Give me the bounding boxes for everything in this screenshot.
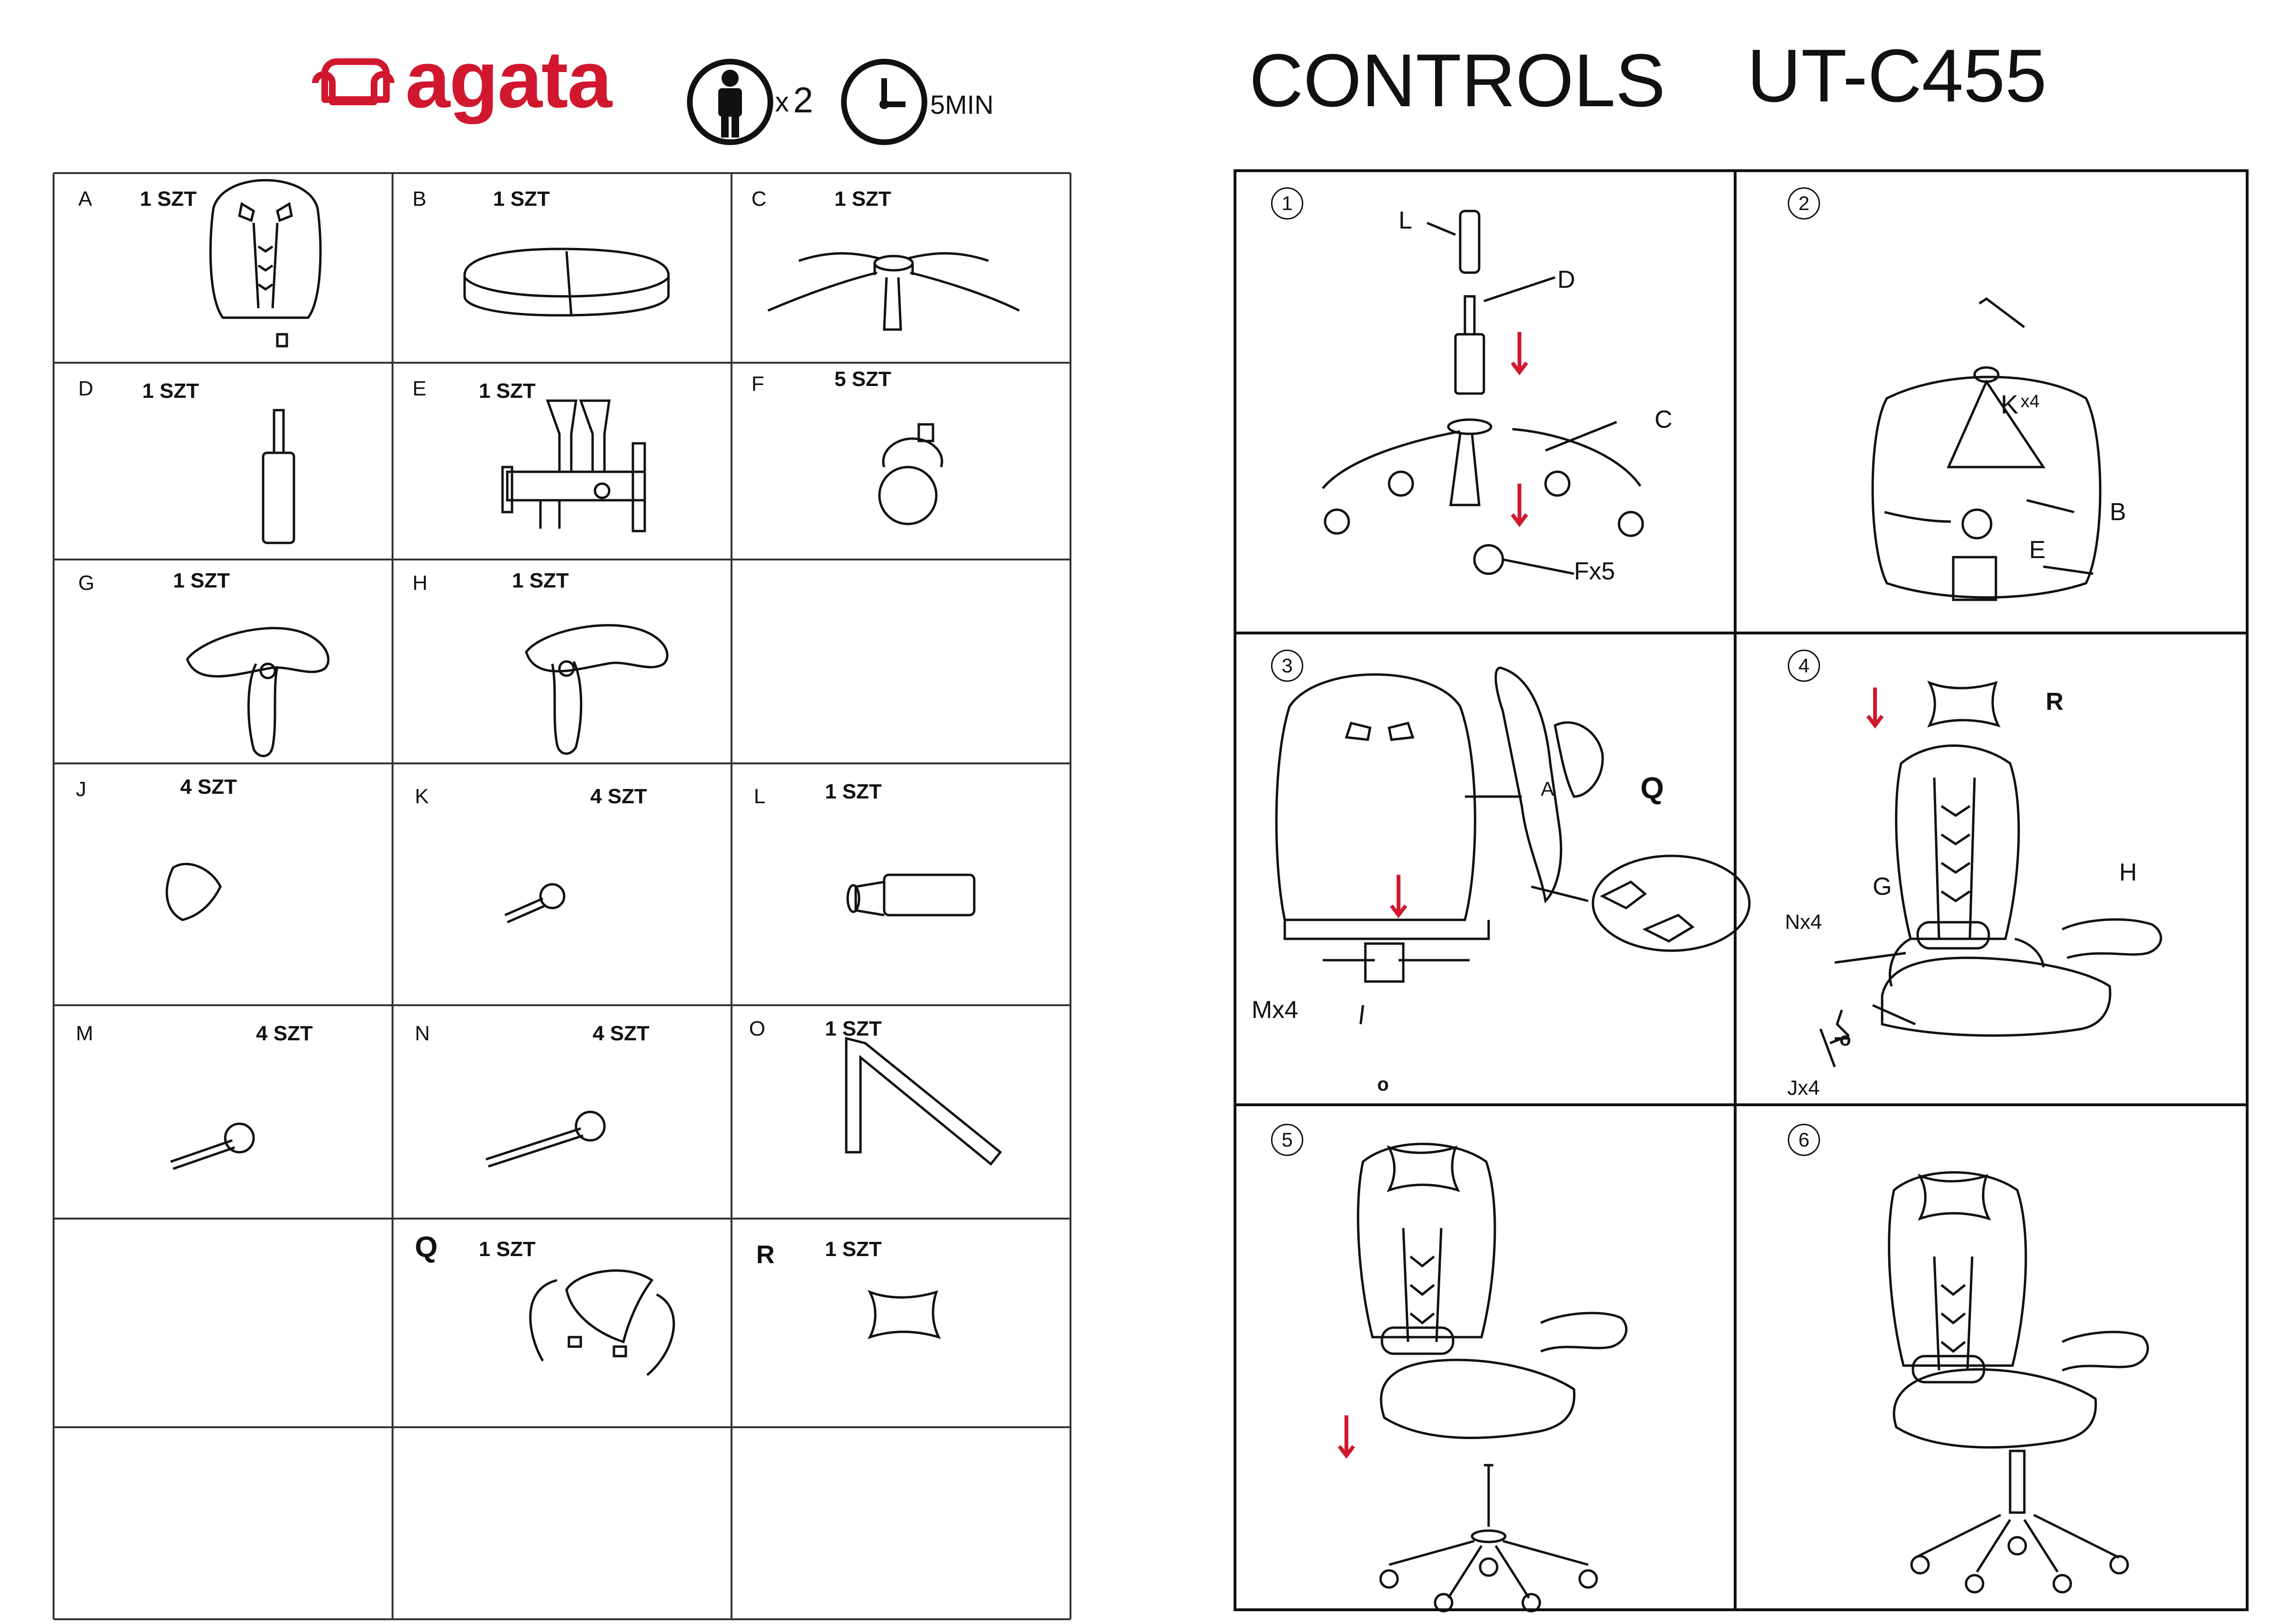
step4-label-r: R — [2046, 688, 2064, 716]
step1-label-f: Fx5 — [1574, 558, 1615, 585]
part-r-lumbar-drawing — [867, 1290, 941, 1340]
step1-drawing — [1322, 210, 1644, 575]
parts-grid-lines — [53, 172, 1071, 1620]
part-g-armrest-drawing — [186, 627, 329, 757]
part-letter-d: D — [78, 377, 93, 400]
step4-label-o: o — [1839, 1029, 1851, 1050]
part-qty-j: 4 SZT — [180, 775, 237, 798]
part-f-caster-drawing — [878, 423, 943, 525]
part-l-adapter-drawing — [846, 873, 976, 917]
part-e-mechanism-drawing — [501, 399, 646, 532]
step4-label-h: H — [2119, 859, 2137, 886]
part-letter-h: H — [412, 571, 428, 595]
step1-label-d: D — [1557, 266, 1575, 294]
brand-logo: agata — [311, 35, 612, 133]
part-o-hexkey-drawing — [845, 1037, 1002, 1166]
part-h-armrest-drawing — [525, 624, 668, 755]
part-letter-b: B — [412, 187, 427, 211]
part-letter-k: K — [415, 785, 429, 808]
part-qty-h: 1 SZT — [512, 569, 569, 592]
step2-label-e: E — [2029, 536, 2046, 564]
step-number-6: 6 — [1788, 1124, 1820, 1156]
part-letter-m: M — [76, 1022, 93, 1045]
step3-label-a: A — [1541, 778, 1555, 800]
time-badge: 5MIN — [839, 57, 1015, 152]
step3-label-o: o — [1377, 1074, 1389, 1095]
step-number-2: 2 — [1788, 187, 1820, 220]
step1-arrows — [1510, 332, 1528, 527]
step2-label-kx: x4 — [2021, 392, 2040, 412]
person-icon-ring — [687, 59, 773, 145]
step-number-4: 4 — [1788, 650, 1820, 682]
step3-label-q: Q — [1640, 771, 1664, 805]
part-letter-q: Q — [415, 1231, 438, 1264]
assembly-time: 5MIN — [930, 90, 994, 119]
persons-count: 2 — [793, 80, 814, 120]
step6-drawing — [1888, 1171, 2149, 1594]
sofa-logo-icon — [312, 58, 394, 105]
step2-label-k: K — [2001, 389, 2019, 419]
part-letter-e: E — [412, 377, 427, 400]
step4-drawing — [1819, 680, 2162, 1067]
step4-label-n: Nx4 — [1785, 910, 1822, 934]
step1-label-c: C — [1655, 406, 1673, 433]
part-qty-k: 4 SZT — [590, 785, 647, 808]
part-letter-j: J — [76, 778, 86, 801]
step4-arrow — [1866, 688, 1884, 729]
brand-name: agata — [405, 35, 612, 125]
part-letter-f: F — [751, 372, 764, 395]
step1-label-l: L — [1399, 207, 1412, 234]
part-k-screw-drawing — [504, 883, 566, 924]
step2-label-b: B — [2110, 498, 2126, 526]
persons-x: x — [775, 87, 789, 118]
part-letter-g: G — [78, 571, 95, 595]
person-icon — [718, 70, 742, 138]
parts-grid: A 1 SZT B 1 SZT C 1 SZT D 1 SZT E 1 SZT … — [0, 0, 1090, 1624]
part-a-backrest-drawing — [209, 179, 322, 348]
part-qty-c: 1 SZT — [834, 187, 891, 211]
part-letter-r: R — [756, 1240, 775, 1269]
part-qty-e: 1 SZT — [479, 379, 536, 403]
part-qty-m: 4 SZT — [256, 1022, 313, 1045]
step5-arrow — [1337, 1415, 1355, 1459]
step3-drawing — [1275, 667, 1751, 1025]
part-qty-n: 4 SZT — [593, 1022, 649, 1045]
step3-label-m: Mx4 — [1252, 996, 1299, 1024]
part-qty-l: 1 SZT — [825, 780, 882, 803]
step-number-3: 3 — [1271, 650, 1303, 682]
part-qty-r: 1 SZT — [825, 1238, 882, 1261]
model-number: UT-C455 — [1747, 34, 2047, 118]
part-qty-f: 5 SZT — [834, 367, 891, 391]
part-q-headrest-drawing — [529, 1269, 675, 1376]
part-letter-a: A — [78, 187, 92, 211]
part-qty-o: 1 SZT — [825, 1017, 882, 1040]
part-j-cap-drawing — [165, 862, 222, 921]
part-d-gaslift-drawing — [262, 409, 295, 544]
step5-drawing — [1357, 1143, 1628, 1613]
clock-icon — [841, 59, 927, 145]
step3-arrow — [1390, 875, 1408, 918]
part-qty-d: 1 SZT — [142, 379, 199, 403]
part-qty-q: 1 SZT — [479, 1238, 536, 1261]
part-c-base-drawing — [768, 252, 1020, 331]
part-qty-b: 1 SZT — [493, 187, 550, 211]
part-letter-l: L — [754, 785, 766, 808]
part-n-bolt-drawing — [485, 1110, 606, 1168]
step-number-1: 1 — [1271, 187, 1303, 220]
part-qty-g: 1 SZT — [173, 569, 230, 592]
step2-drawing — [1871, 297, 2102, 601]
step4-label-g: G — [1873, 873, 1892, 900]
part-qty-a: 1 SZT — [140, 187, 197, 211]
part-m-bolt-drawing — [170, 1122, 255, 1170]
page-title: CONTROLS — [1249, 39, 1665, 122]
part-letter-c: C — [751, 187, 767, 211]
step4-label-j: Jx4 — [1787, 1076, 1820, 1100]
part-letter-n: N — [415, 1022, 430, 1045]
step-number-5: 5 — [1271, 1124, 1303, 1156]
part-b-seat-drawing — [463, 248, 670, 317]
part-letter-o: O — [749, 1017, 766, 1040]
person-count-badge: x 2 — [685, 57, 842, 152]
